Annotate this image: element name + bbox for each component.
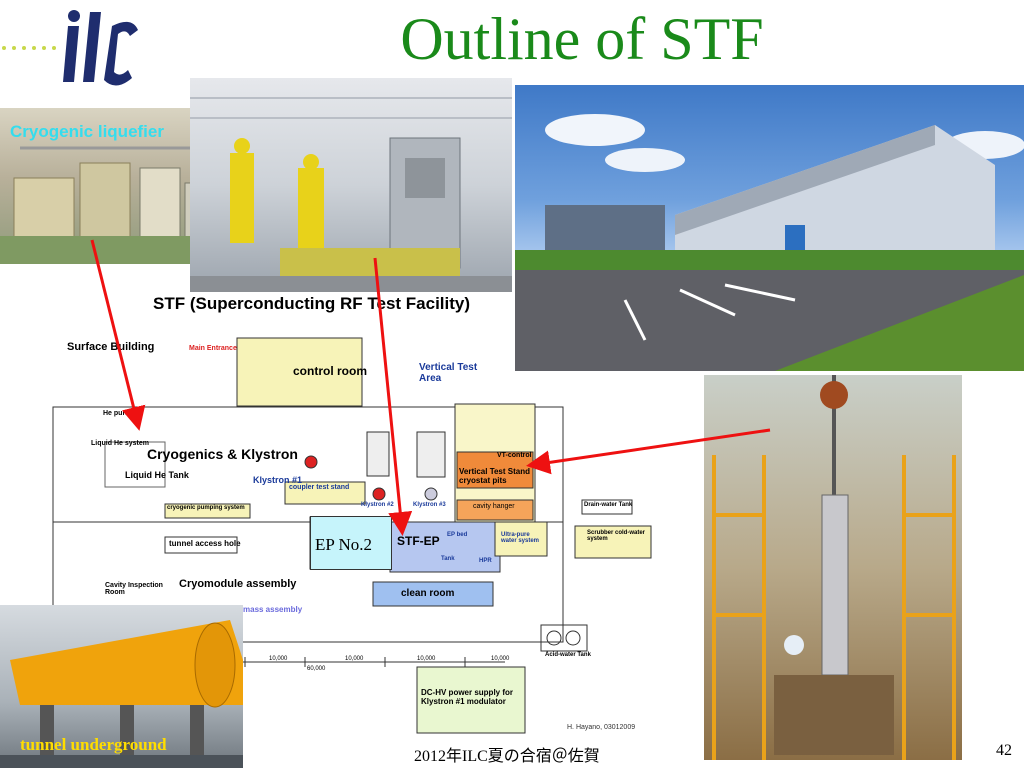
- klystron-1-label: Klystron #1: [253, 475, 303, 485]
- ep-no2-label: EP No.2: [315, 535, 372, 554]
- stf-ep-label: STF-EP: [397, 534, 440, 548]
- dimension-label: 10,000: [491, 656, 510, 662]
- page-number: 42: [996, 742, 1012, 759]
- klystron-3-label: Klystron #3: [413, 502, 446, 508]
- cavity-inspection-room-label: Cavity Inspection Room: [105, 582, 163, 596]
- dimension-label: 60,000: [307, 666, 326, 672]
- he-purifier-label: He purifier: [103, 410, 139, 417]
- tank-label: Tank: [441, 556, 455, 562]
- vertical-test-area-label: Vertical Test Area: [419, 362, 478, 384]
- arrow-vts-photo-to-vertical-test: [526, 428, 771, 475]
- stf-building-photo: [515, 85, 1024, 371]
- dc-hv-power-supply-label: DC-HV power supply for Klystron #1 modul…: [421, 688, 514, 706]
- vertical-test-stand-photo: [704, 375, 962, 760]
- ep-no2-box: EP No.2: [310, 516, 392, 570]
- cryogenic-liquefier-caption: Cryogenic liquefier: [10, 122, 164, 141]
- floor-plan-author: H. Hayano, 03012009: [567, 724, 636, 731]
- dimension-label: 10,000: [345, 656, 364, 662]
- slide-footer: 2012年ILC夏の合宿＠佐賀: [414, 748, 600, 765]
- scrubber-label: Scrubber cold-water system: [587, 530, 646, 542]
- control-room-label: control room: [293, 364, 367, 378]
- slide-title: Outline of STF: [400, 6, 764, 72]
- liquid-he-system-label: Liquid He system: [91, 440, 149, 447]
- vertical-test-stand-label: Vertical Test Stand cryostat pits: [459, 467, 530, 485]
- mass-assembly-label: mass assembly: [243, 605, 303, 614]
- cryomodule-illustration: [0, 620, 243, 768]
- hpr-label: HPR: [479, 558, 492, 564]
- coupler-test-stand-label: coupler test stand: [289, 484, 350, 491]
- tunnel-underground-caption: tunnel underground: [20, 735, 167, 754]
- tunnel-cryomodule-photo: tunnel underground: [0, 605, 243, 768]
- acid-water-tank-label: Acid-water Tank: [545, 652, 591, 658]
- klystron-2-label: Klystron #2: [361, 502, 394, 508]
- cryogenics-klystron-label: Cryogenics & Klystron: [147, 446, 298, 462]
- cryomodule-assembly-label: Cryomodule assembly: [179, 578, 297, 590]
- ilc-logo: [63, 10, 138, 86]
- ep-facility-illustration: [190, 97, 512, 292]
- surface-building-label: Surface Building: [67, 341, 155, 353]
- tunnel-access-hole-label: tunnel access hole: [169, 539, 241, 548]
- arrow-liquefier-to-cryogenics: [90, 239, 146, 431]
- cryogenic-pumping-label: cryogenic pumping system: [167, 505, 245, 511]
- arrow-ep-photo-to-stf-ep: [373, 257, 413, 536]
- stf-building-illustration: [515, 114, 1024, 371]
- cavity-hanger-label: cavity hanger: [473, 503, 515, 510]
- clean-room-label: clean room: [401, 588, 455, 599]
- dimension-label: 10,000: [269, 656, 288, 662]
- vertical-test-stand-illustration: [712, 375, 956, 760]
- dimension-label: 10,000: [417, 656, 436, 662]
- logo-dots-decoration: [2, 46, 56, 50]
- ultra-pure-water-label: Ultra-pure water system: [501, 532, 540, 544]
- floor-plan-title: STF (Superconducting RF Test Facility): [153, 294, 471, 313]
- ep-bed-label: EP bed: [447, 532, 468, 538]
- main-entrance-label: Main Entrance: [189, 345, 237, 352]
- ep-facility-photo: [190, 78, 512, 292]
- vt-control-label: VT-control: [497, 452, 532, 459]
- drain-water-tank-label: Drain-water Tank: [584, 502, 633, 508]
- liquid-he-tank-label: Liquid He Tank: [125, 470, 189, 480]
